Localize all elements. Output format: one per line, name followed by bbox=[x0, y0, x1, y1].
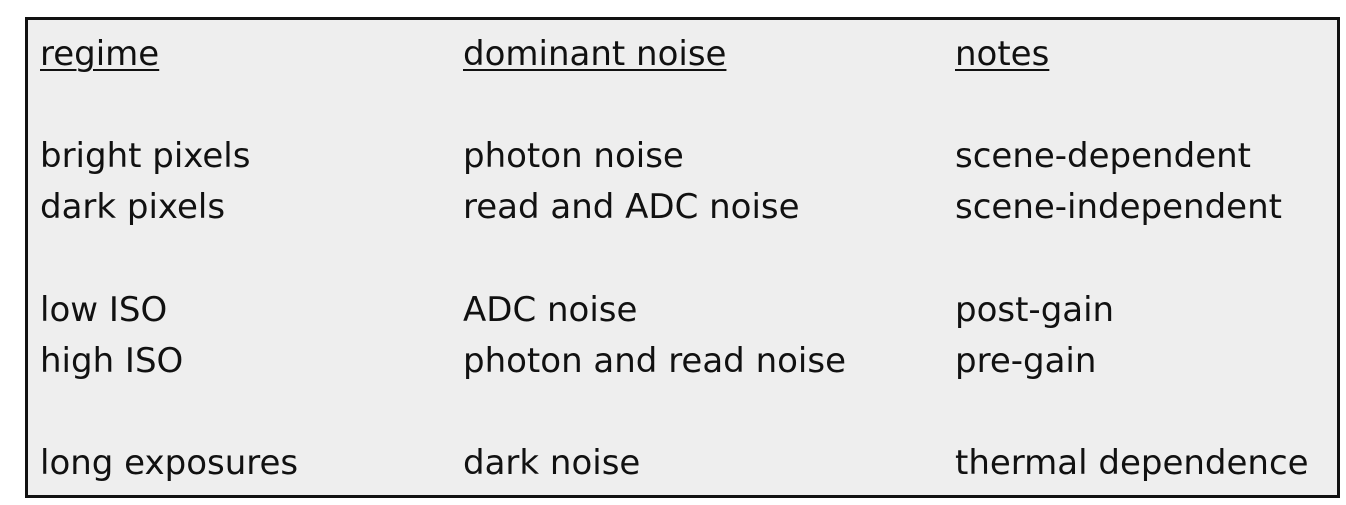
noise-regime-table: regime dominant noise notes bright pixel… bbox=[25, 17, 1340, 498]
row-dominant-noise: photon and read noise bbox=[463, 341, 846, 381]
row-regime: long exposures bbox=[40, 443, 299, 483]
header-notes: notes bbox=[955, 34, 1050, 74]
row-notes: scene-independent bbox=[955, 187, 1282, 227]
row-notes: thermal dependence bbox=[955, 443, 1309, 483]
row-dominant-noise: dark noise bbox=[463, 443, 641, 483]
row-dominant-noise: read and ADC noise bbox=[463, 187, 800, 227]
row-notes: pre-gain bbox=[955, 341, 1097, 381]
row-regime: dark pixels bbox=[40, 187, 226, 227]
row-regime: high ISO bbox=[40, 341, 184, 381]
row-dominant-noise: ADC noise bbox=[463, 290, 638, 330]
row-regime: low ISO bbox=[40, 290, 168, 330]
row-notes: scene-dependent bbox=[955, 136, 1251, 176]
row-notes: post-gain bbox=[955, 290, 1115, 330]
header-regime: regime bbox=[40, 34, 160, 74]
header-dominant-noise: dominant noise bbox=[463, 34, 727, 74]
row-regime: bright pixels bbox=[40, 136, 251, 176]
row-dominant-noise: photon noise bbox=[463, 136, 684, 176]
